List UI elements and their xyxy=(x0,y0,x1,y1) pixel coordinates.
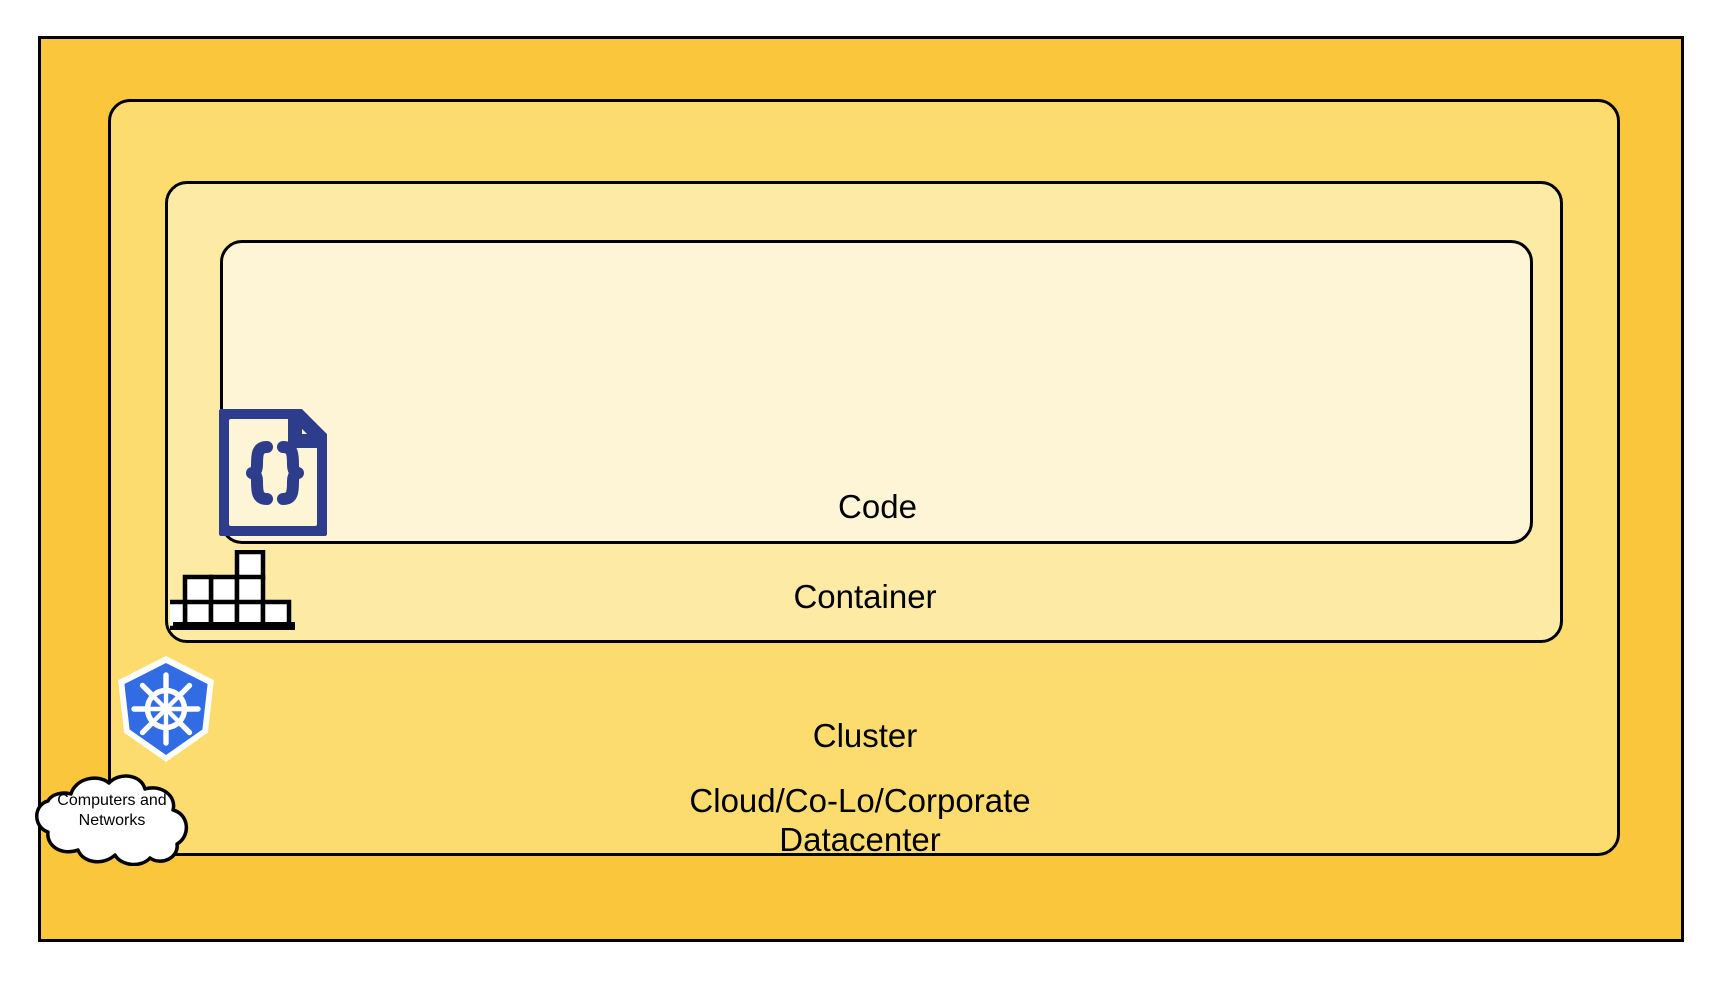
stacked-boxes-icon xyxy=(156,549,298,631)
computers-networks-cloud[interactable] xyxy=(27,770,197,867)
code-document-icon xyxy=(215,405,331,540)
layer-label-cluster: Cluster xyxy=(812,717,918,754)
kubernetes-helm-icon xyxy=(110,652,222,764)
layer-label-container: Container xyxy=(793,578,937,615)
layer-label-datacenter: Cloud/Co-Lo/Corporate Datacenter xyxy=(689,782,1031,858)
layer-code[interactable] xyxy=(220,240,1533,544)
layer-label-code: Code xyxy=(838,488,917,525)
